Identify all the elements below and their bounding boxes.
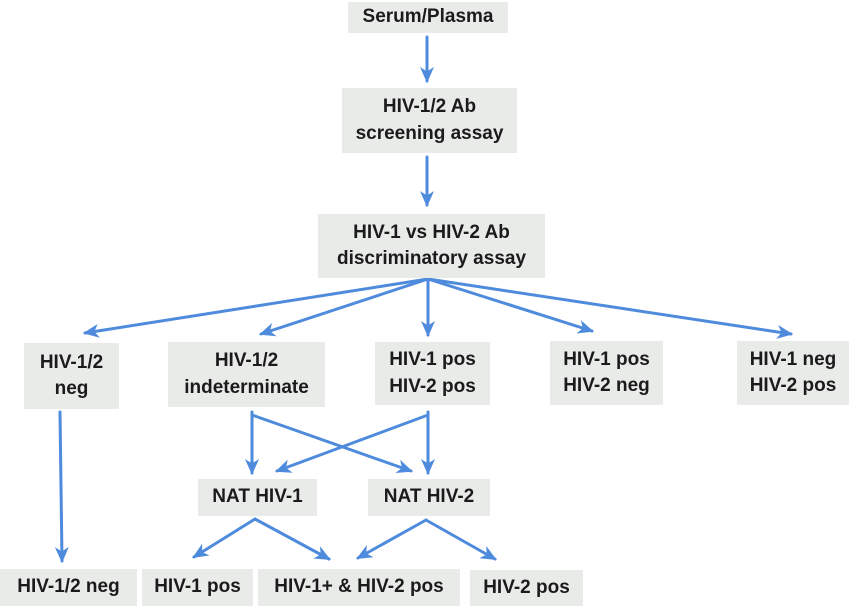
- node-nat-hiv2: NAT HIV-2: [368, 479, 490, 516]
- arrow-discriminatory-to-neg1pos2: [426, 277, 793, 339]
- arrow-nat1-to-final-both: [253, 517, 331, 561]
- arrow-pos1pos2-to-nat1: [275, 413, 430, 473]
- arrow-indeterminate-to-nat2: [250, 413, 413, 473]
- node-final-hiv1-and-hiv2-pos: HIV-1+ & HIV-2 pos: [258, 569, 460, 606]
- node-hiv1pos-hiv2pos: HIV-1 pos HIV-2 pos: [375, 342, 490, 405]
- node-nat-hiv1: NAT HIV-1: [198, 479, 317, 516]
- arrow-discriminatory-to-neg12: [83, 277, 430, 338]
- arrow-nat2-to-final-pos2: [424, 518, 497, 561]
- arrow-nat1-to-final-pos1: [192, 517, 257, 559]
- node-serum-plasma: Serum/Plasma: [348, 2, 508, 33]
- node-hiv1pos-hiv2neg: HIV-1 pos HIV-2 neg: [550, 341, 663, 405]
- node-final-hiv1-pos: HIV-1 pos: [142, 569, 253, 606]
- node-hiv12-neg: HIV-1/2 neg: [24, 343, 119, 409]
- node-final-hiv2-pos: HIV-2 pos: [470, 570, 583, 606]
- arrow-nat2-to-final-both: [356, 518, 428, 560]
- node-screening-assay: HIV-1/2 Ab screening assay: [342, 88, 517, 153]
- arrow-discriminatory-to-indeterminate: [259, 277, 430, 337]
- node-hiv12-indeterminate: HIV-1/2 indeterminate: [168, 342, 325, 407]
- node-discriminatory-assay: HIV-1 vs HIV-2 Ab discriminatory assay: [318, 214, 545, 278]
- arrow-discriminatory-to-pos1neg2: [426, 277, 594, 334]
- node-hiv1neg-hiv2pos: HIV-1 neg HIV-2 pos: [737, 341, 849, 405]
- arrow-neg12-to-final-neg12: [54, 410, 69, 563]
- node-final-hiv12-neg: HIV-1/2 neg: [0, 569, 137, 606]
